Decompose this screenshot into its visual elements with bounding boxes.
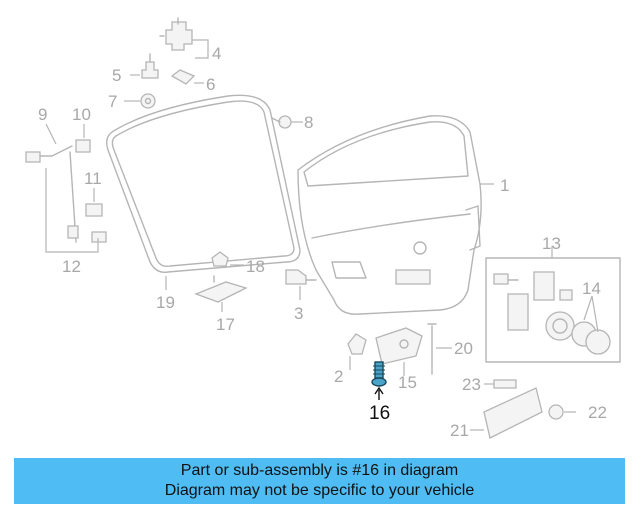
callout-11: 11 bbox=[84, 169, 102, 188]
callout-20: 20 bbox=[454, 339, 473, 358]
callout-6: 6 bbox=[206, 75, 215, 94]
callout-9: 9 bbox=[38, 105, 47, 124]
callout-1: 1 bbox=[500, 176, 509, 195]
part-6-clip bbox=[170, 69, 204, 85]
callout-19: 19 bbox=[156, 293, 175, 312]
callout-12: 12 bbox=[62, 257, 81, 276]
banner-line-disclaimer: Diagram may not be specific to your vehi… bbox=[164, 482, 475, 499]
callout-15: 15 bbox=[398, 373, 417, 392]
callout-23: 23 bbox=[462, 375, 481, 394]
part-5-bolt bbox=[130, 53, 159, 79]
callout-22: 22 bbox=[588, 403, 607, 422]
callout-3: 3 bbox=[294, 304, 303, 323]
callout-17: 17 bbox=[216, 315, 235, 334]
part-15-lock-bracket bbox=[375, 327, 423, 376]
part-8-clip bbox=[271, 115, 303, 129]
callout-13: 13 bbox=[542, 234, 561, 253]
callout-8: 8 bbox=[304, 113, 313, 132]
callout-14: 14 bbox=[582, 279, 601, 298]
part-17-bracket bbox=[194, 275, 248, 312]
callout-18: 18 bbox=[246, 257, 265, 276]
banner-line-part-number: Part or sub-assembly is #16 in diagram bbox=[180, 462, 459, 479]
part-11-clip bbox=[85, 188, 103, 217]
callout-10: 10 bbox=[72, 105, 91, 124]
part-20-rod bbox=[427, 323, 452, 375]
callout-5: 5 bbox=[112, 66, 121, 85]
callout-4: 4 bbox=[212, 44, 221, 63]
part-22-nut bbox=[548, 404, 576, 420]
part-9-strut bbox=[25, 123, 107, 253]
part-13-lock-assembly bbox=[485, 246, 621, 363]
callout-21: 21 bbox=[450, 421, 469, 440]
part-7-nut bbox=[124, 93, 156, 109]
callout-2: 2 bbox=[334, 367, 343, 386]
part-3-striker bbox=[285, 269, 317, 300]
part-21-plate bbox=[470, 387, 543, 439]
info-banner: Part or sub-assembly is #16 in diagram D… bbox=[14, 458, 625, 504]
part-18-nut bbox=[211, 251, 244, 267]
parts-diagram: 1 2 3 4 5 6 7 8 9 10 11 12 13 14 15 16 1… bbox=[25, 17, 621, 440]
part-16-bolt bbox=[371, 361, 387, 400]
callout-16: 16 bbox=[369, 403, 390, 424]
part-2-bumper bbox=[347, 333, 367, 370]
part-4-hinge bbox=[159, 17, 209, 59]
part-10-bracket bbox=[75, 124, 91, 153]
part-23-bolt bbox=[484, 379, 517, 389]
part-1-liftgate bbox=[297, 115, 494, 315]
callout-7: 7 bbox=[108, 92, 117, 111]
part-19-seal bbox=[105, 94, 301, 290]
parts-diagram-svg: 1 2 3 4 5 6 7 8 9 10 11 12 13 14 15 16 1… bbox=[25, 17, 621, 440]
